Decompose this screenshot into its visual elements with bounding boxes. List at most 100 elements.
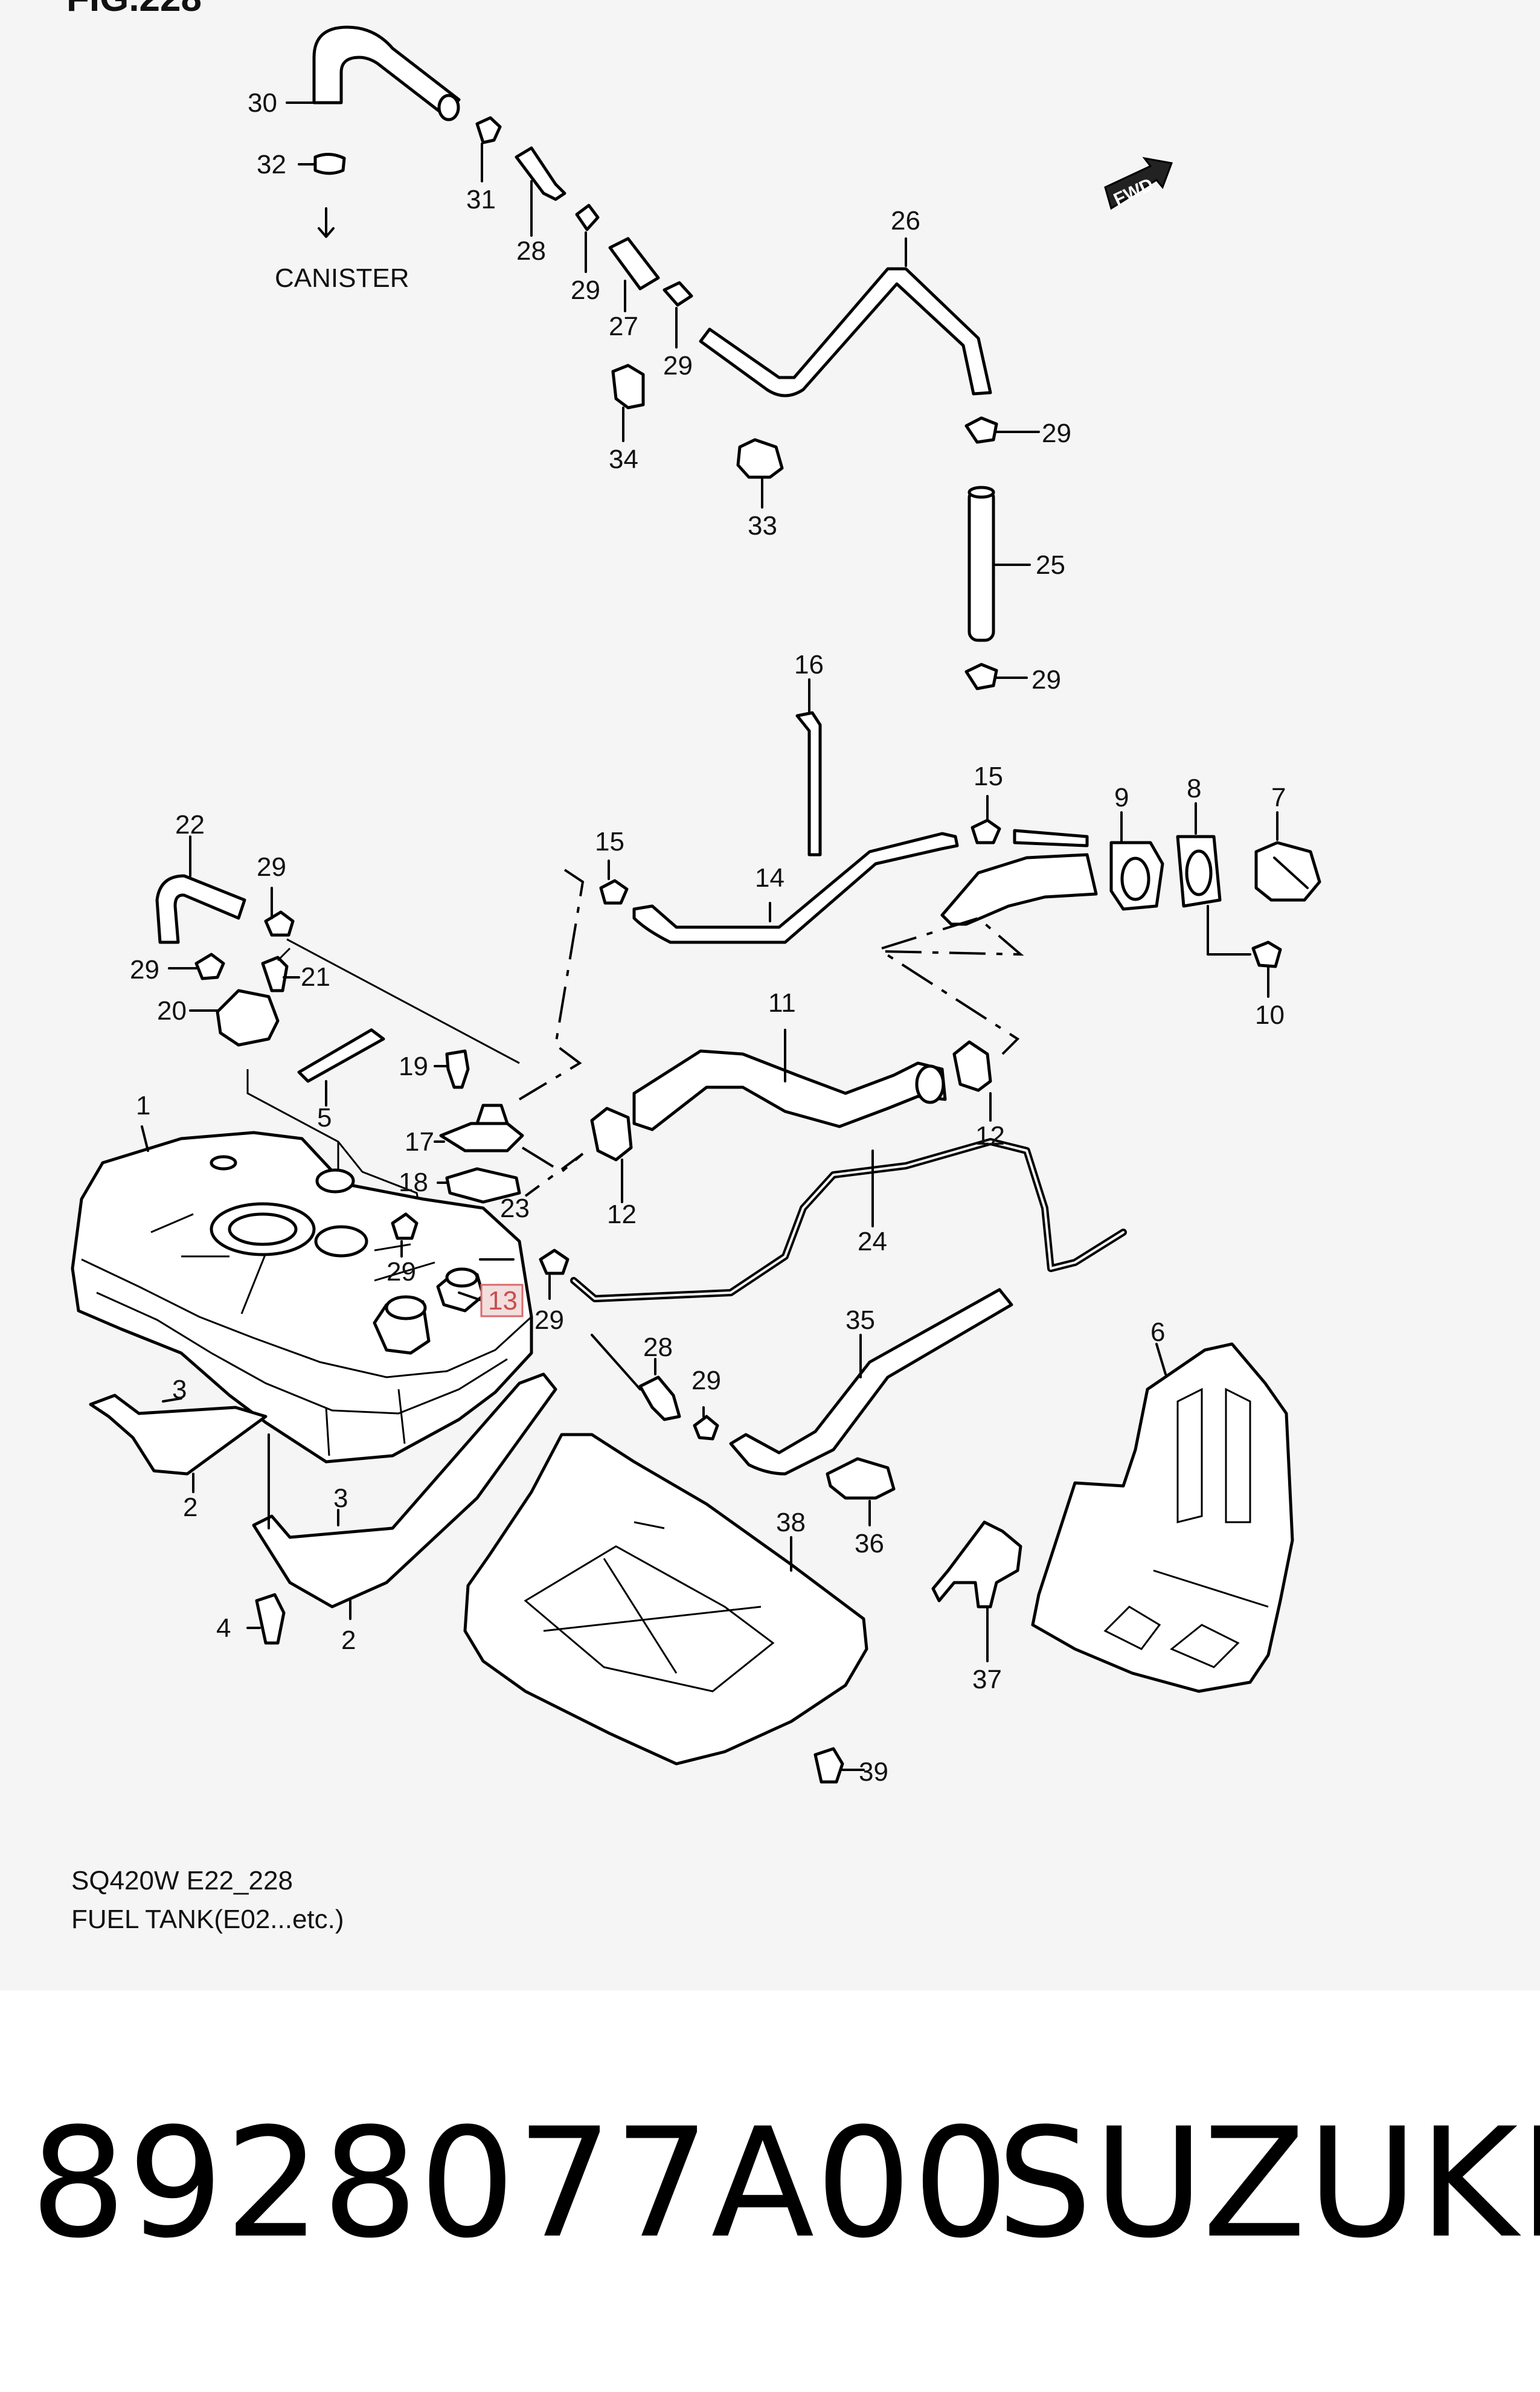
callout-29: 29 xyxy=(257,852,286,882)
callout-34: 34 xyxy=(609,445,638,474)
clamp-29-c xyxy=(964,416,998,444)
clamp-12-a xyxy=(952,1040,992,1092)
callout-highlighted-13: 13 xyxy=(488,1286,518,1316)
filler-neck-9 xyxy=(940,853,1098,926)
clip-36 xyxy=(826,1457,896,1500)
callout-3: 3 xyxy=(172,1375,187,1404)
canister-label: CANISTER xyxy=(275,263,409,293)
callout-29: 29 xyxy=(387,1257,416,1287)
bolt-4 xyxy=(255,1593,286,1645)
callout-2: 2 xyxy=(341,1625,356,1655)
callout-26: 26 xyxy=(891,206,920,236)
clip-33 xyxy=(736,438,784,479)
clamp-29-f xyxy=(194,953,225,980)
callout-12: 12 xyxy=(607,1200,637,1229)
fuel-tank-shield-6 xyxy=(1031,1342,1294,1693)
exploded-parts-diagram: FIG.228 FWD xyxy=(66,0,1321,1934)
callout-30: 30 xyxy=(248,88,277,118)
callout-39: 39 xyxy=(859,1757,888,1787)
callout-9: 9 xyxy=(1114,783,1129,812)
callout-labels: 30 32 31 28 29 27 29 26 34 33 29 25 29 1… xyxy=(130,88,1286,1787)
valve-20 xyxy=(216,989,280,1047)
callout-27: 27 xyxy=(609,312,638,341)
callout-20: 20 xyxy=(157,996,187,1026)
clamp-12-b xyxy=(590,1107,633,1162)
callout-22: 22 xyxy=(175,810,205,840)
callout-29: 29 xyxy=(534,1305,564,1335)
check-valve-28 xyxy=(515,146,566,201)
callout-29: 29 xyxy=(1042,419,1071,448)
callout-16: 16 xyxy=(794,650,824,680)
callout-24: 24 xyxy=(858,1227,887,1256)
callout-29: 29 xyxy=(663,351,693,381)
callout-17: 17 xyxy=(405,1127,434,1157)
fwd-arrow-icon: FWD xyxy=(1104,156,1173,210)
callout-31: 31 xyxy=(466,185,496,214)
callout-29: 29 xyxy=(130,955,159,985)
check-valve-28-lower xyxy=(638,1375,681,1421)
bracket-34 xyxy=(611,364,645,410)
callout-15: 15 xyxy=(595,827,624,857)
callout-29: 29 xyxy=(571,275,600,305)
bolt-21 xyxy=(261,956,289,992)
callout-12: 12 xyxy=(975,1121,1005,1151)
callout-23: 23 xyxy=(500,1194,530,1223)
pipe-24 xyxy=(570,1138,1127,1302)
callout-5: 5 xyxy=(317,1103,332,1133)
callout-36: 36 xyxy=(855,1529,884,1558)
strap-2-front xyxy=(89,1394,268,1476)
hose-26 xyxy=(699,267,992,397)
callout-14: 14 xyxy=(755,863,784,893)
callout-28: 28 xyxy=(516,236,546,266)
callout-37: 37 xyxy=(972,1665,1002,1694)
parts-diagram-panel: FIG.228 FWD xyxy=(66,0,1321,1934)
callout-33: 33 xyxy=(748,511,777,541)
strap-2-rear xyxy=(252,1372,557,1609)
callout-28: 28 xyxy=(643,1333,673,1362)
bolt-39 xyxy=(813,1747,844,1784)
callout-3: 3 xyxy=(333,1484,348,1513)
callout-38: 38 xyxy=(776,1508,806,1537)
hose-25 xyxy=(967,487,995,642)
pipe-16 xyxy=(795,711,822,857)
callout-7: 7 xyxy=(1271,783,1286,812)
callout-19: 19 xyxy=(399,1052,428,1081)
part-footer xyxy=(0,1990,1540,2392)
clamp-29-g xyxy=(391,1212,419,1240)
callout-18: 18 xyxy=(399,1168,428,1197)
clamp-31 xyxy=(475,116,502,144)
clamp-29-e xyxy=(264,910,295,937)
brand-name: SUZUKI xyxy=(996,2095,1540,2271)
callout-21: 21 xyxy=(301,962,330,992)
clamp-29-d xyxy=(964,663,998,690)
clamp-15-a xyxy=(971,818,1001,844)
protector-plate-38 xyxy=(463,1433,868,1766)
clamp-32 xyxy=(313,153,346,175)
part-number: 8928077A00 xyxy=(30,2095,1010,2271)
clamp-29-a xyxy=(575,204,600,231)
hose-22 xyxy=(155,874,246,944)
callout-11: 11 xyxy=(768,988,796,1018)
breather-pipe-9 xyxy=(1013,829,1089,847)
caption-model-code: SQ420W E22_228 xyxy=(71,1866,293,1895)
callout-6: 6 xyxy=(1150,1317,1165,1347)
bracket-37 xyxy=(931,1520,1022,1609)
fuel-tank-1 xyxy=(71,1131,533,1464)
callout-4: 4 xyxy=(216,1613,231,1643)
hose-35 xyxy=(729,1288,1013,1476)
pump-plate-17 xyxy=(439,1122,524,1153)
bolt-10 xyxy=(1251,940,1282,968)
callout-25: 25 xyxy=(1036,550,1065,580)
clamp-29-h xyxy=(539,1249,569,1275)
caption-title: FUEL TANK(E02...etc.) xyxy=(71,1905,344,1934)
clamp-29-i xyxy=(693,1415,719,1441)
figure-header-fragment: FIG.228 xyxy=(66,0,202,19)
hose-27 xyxy=(608,237,660,291)
hose-30 xyxy=(312,25,461,117)
callout-29: 29 xyxy=(691,1366,721,1395)
callout-10: 10 xyxy=(1255,1000,1285,1030)
screw-19 xyxy=(445,1049,470,1089)
clamp-15-b xyxy=(599,879,629,905)
callout-8: 8 xyxy=(1187,774,1201,803)
callout-2: 2 xyxy=(183,1493,197,1522)
